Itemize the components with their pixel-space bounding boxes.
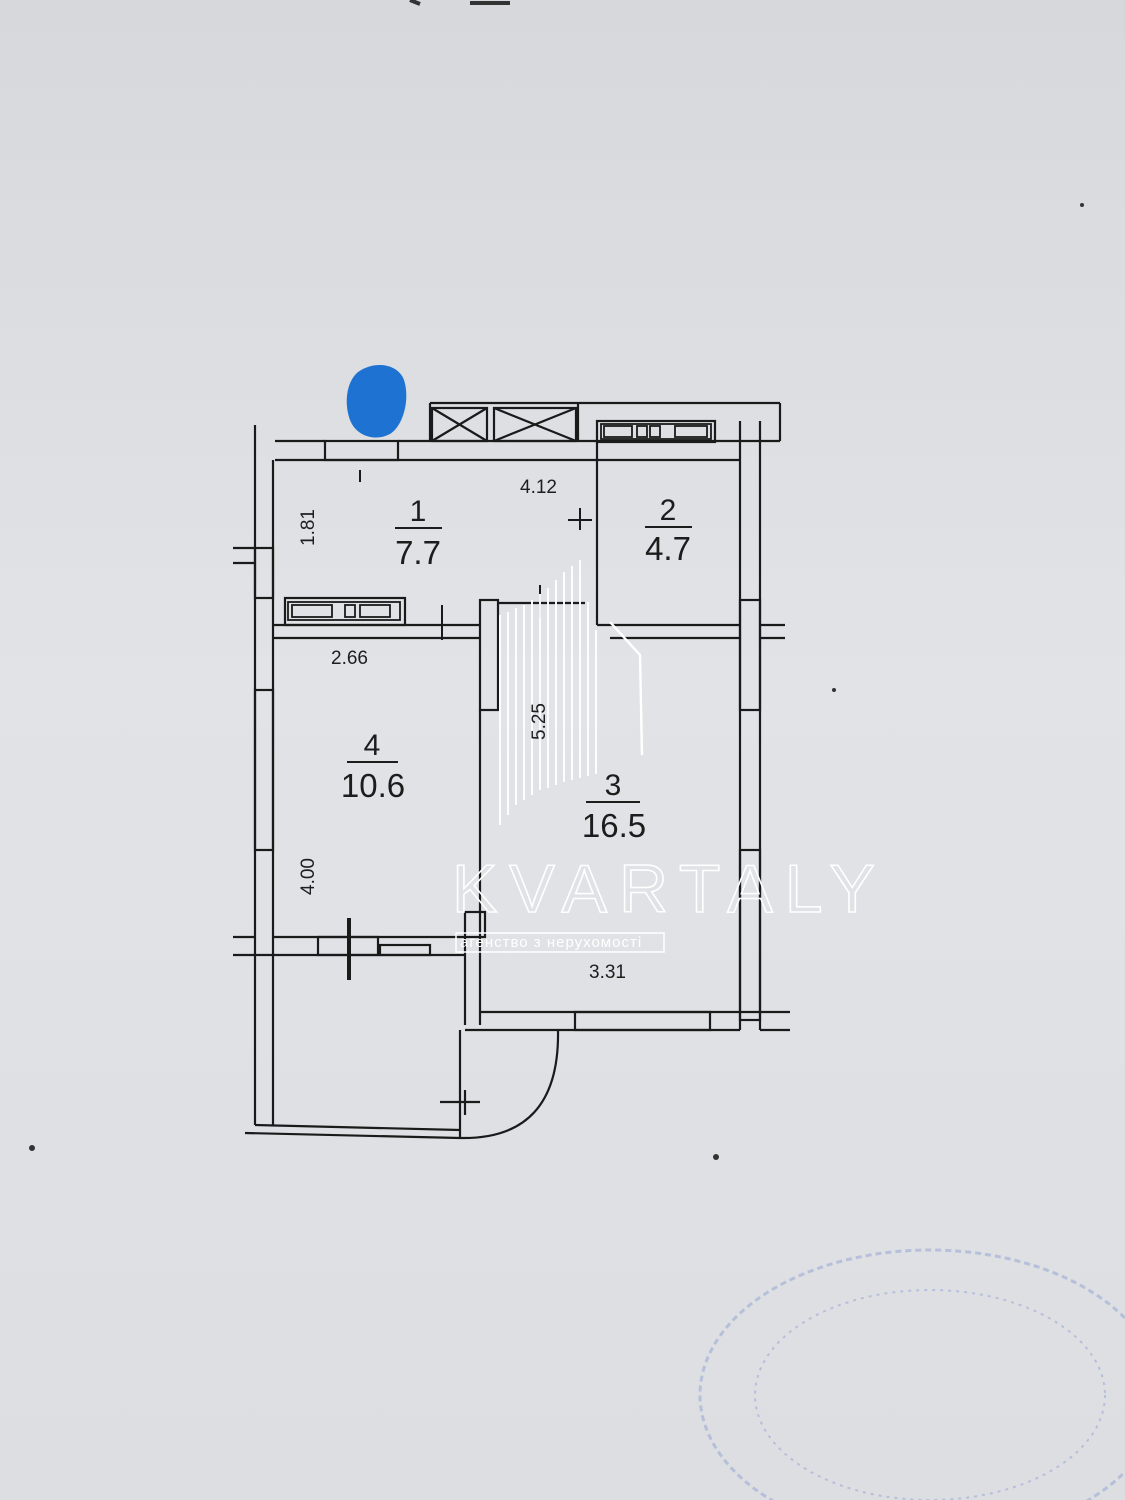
room-2-area: 4.7: [645, 530, 691, 567]
room-1-area: 7.7: [395, 534, 441, 571]
dimension-room1-height: 1.81: [298, 509, 319, 546]
paper-specks: [29, 203, 1084, 1160]
top-edge-mark: [409, 0, 510, 6]
dimension-room3-width: 3.31: [589, 962, 626, 983]
room-4-number: 4: [364, 729, 381, 762]
dimension-room3-height: 5.25: [529, 703, 550, 740]
dimension-room1-width: 4.12: [520, 477, 557, 498]
room-label-3: 3 16.5: [582, 769, 646, 844]
room-label-1: 1 7.7: [395, 495, 442, 571]
dimension-room4-height: 4.00: [298, 858, 319, 895]
stamp-mark: [698, 1248, 1125, 1500]
redaction-mark: [346, 365, 407, 438]
room-2-number: 2: [660, 494, 677, 527]
room-label-2: 2 4.7: [645, 494, 692, 567]
room-4-area: 10.6: [341, 767, 405, 804]
walls: [233, 401, 790, 1140]
watermark-subtitle-box: [455, 932, 665, 953]
dimension-room4-width: 2.66: [331, 648, 368, 669]
watermark-brand: KVARTALY: [452, 851, 887, 927]
watermark-stripes: [499, 560, 597, 825]
watermark-subtitle: агенство з нерухомості: [460, 934, 642, 951]
radiators: [287, 423, 712, 621]
room-1-number: 1: [410, 495, 427, 528]
room-label-4: 4 10.6: [341, 729, 405, 804]
room-3-number: 3: [605, 769, 622, 802]
door-swing: [609, 621, 644, 756]
room-3-area: 16.5: [582, 807, 646, 844]
